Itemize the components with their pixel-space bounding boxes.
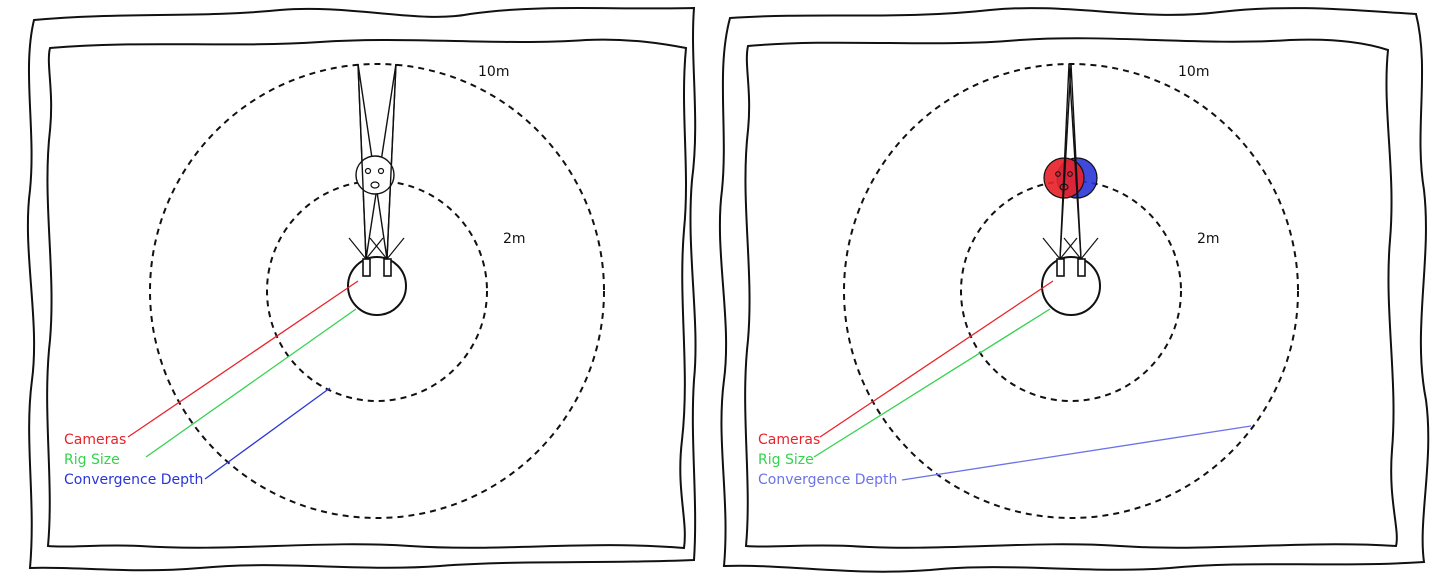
convergence-lines — [1059, 63, 1082, 260]
panel-right: 10m 2m Cameras Rig Size — [718, 7, 1430, 573]
rig-circle — [347, 256, 407, 316]
frame-inner — [744, 37, 1398, 549]
legend-rig: Rig Size — [758, 452, 814, 468]
ring-label-2m: 2m — [1197, 231, 1220, 247]
frame-inner — [46, 38, 688, 550]
leader-convergence — [901, 425, 1252, 481]
legend-rig: Rig Size — [64, 452, 120, 468]
leader-cameras — [127, 280, 359, 438]
legend-cameras: Cameras — [758, 432, 820, 448]
camera-right — [1077, 258, 1086, 277]
frame-outer — [26, 6, 697, 572]
panel-left: 10m 2m — [26, 6, 697, 572]
ring-10m — [149, 63, 605, 519]
subject-face-stereo — [1043, 157, 1098, 199]
leader-rig — [813, 308, 1051, 458]
camera-right — [383, 258, 392, 277]
camera-frustums — [1042, 237, 1099, 260]
leader-cameras — [819, 280, 1054, 438]
ring-label-10m: 10m — [478, 64, 509, 80]
frame-outer — [718, 7, 1430, 573]
subject-face — [355, 63, 397, 260]
camera-left — [1056, 258, 1065, 277]
camera-left — [362, 258, 371, 277]
ring-label-2m: 2m — [503, 231, 526, 247]
camera-frustums — [348, 237, 405, 260]
leader-convergence — [204, 387, 331, 480]
legend-convergence: Convergence Depth — [758, 472, 897, 488]
leader-rig — [145, 308, 357, 458]
legend-convergence: Convergence Depth — [64, 472, 203, 488]
legend-cameras: Cameras — [64, 432, 126, 448]
rig-circle — [1041, 256, 1101, 316]
ring-label-10m: 10m — [1178, 64, 1209, 80]
